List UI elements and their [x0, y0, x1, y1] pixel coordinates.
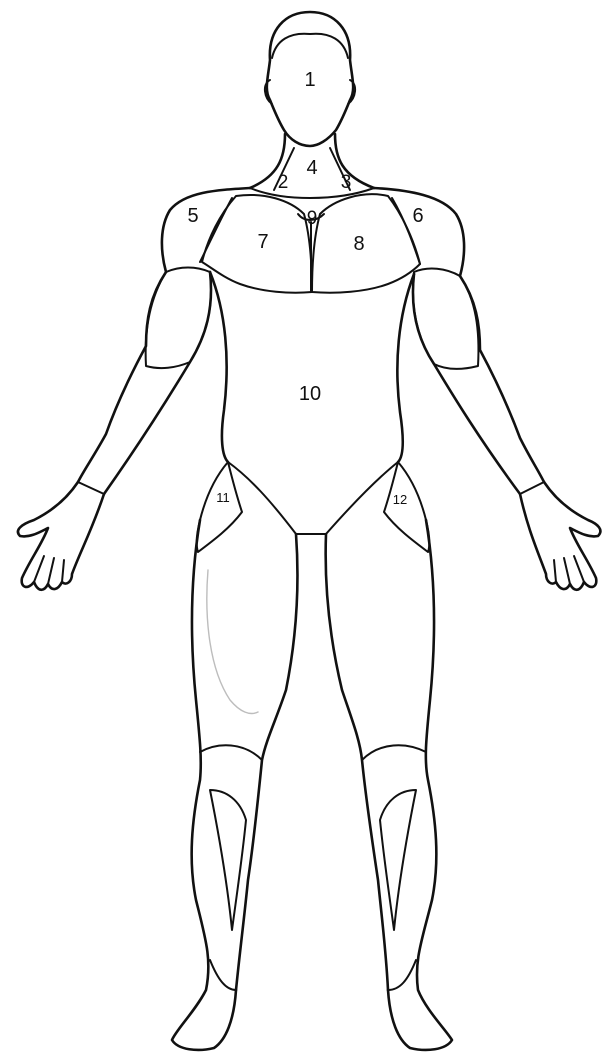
- right-ankle: [388, 960, 416, 990]
- region-label-11: 11: [216, 490, 230, 505]
- right-shin-muscle: [380, 790, 416, 930]
- left-leg-outer: [172, 520, 236, 1050]
- left-knee: [200, 745, 262, 760]
- torso-right-side: [397, 274, 414, 462]
- right-pectoral: [312, 194, 420, 292]
- hair-line: [272, 34, 348, 58]
- region-label-4: 4: [306, 157, 317, 179]
- region-label-2: 2: [278, 172, 289, 193]
- right-outer-hip-region: [384, 462, 429, 552]
- right-fingers: [554, 556, 584, 584]
- torso-left-side: [210, 272, 228, 462]
- left-outer-hip-region: [197, 462, 242, 552]
- region-label-3: 3: [341, 172, 352, 193]
- right-bicep: [413, 269, 478, 369]
- left-wrist: [78, 482, 104, 494]
- left-thigh-sketch: [207, 570, 258, 714]
- left-shin-muscle: [210, 790, 246, 930]
- left-hand: [18, 482, 104, 590]
- region-label-5: 5: [187, 205, 198, 227]
- region-label-8: 8: [353, 233, 364, 255]
- left-upper-arm-inner: [104, 272, 211, 494]
- left-leg-inner: [236, 534, 298, 990]
- region-label-10: 10: [299, 383, 321, 405]
- right-leg-inner: [326, 534, 388, 990]
- region-label-6: 6: [412, 205, 423, 227]
- left-ankle: [210, 960, 236, 990]
- left-shoulder: [162, 188, 250, 272]
- region-label-1: 1: [304, 69, 315, 91]
- left-fingers: [34, 556, 64, 584]
- right-upper-arm-inner: [413, 274, 520, 494]
- right-hip-line: [326, 462, 398, 534]
- right-wrist: [520, 482, 544, 494]
- right-knee: [362, 745, 426, 760]
- region-label-12: 12: [393, 492, 407, 507]
- right-leg-outer: [388, 520, 452, 1050]
- right-hand: [520, 482, 600, 590]
- region-label-9: 9: [307, 208, 318, 229]
- left-bicep: [146, 268, 211, 369]
- region-label-7: 7: [257, 231, 268, 253]
